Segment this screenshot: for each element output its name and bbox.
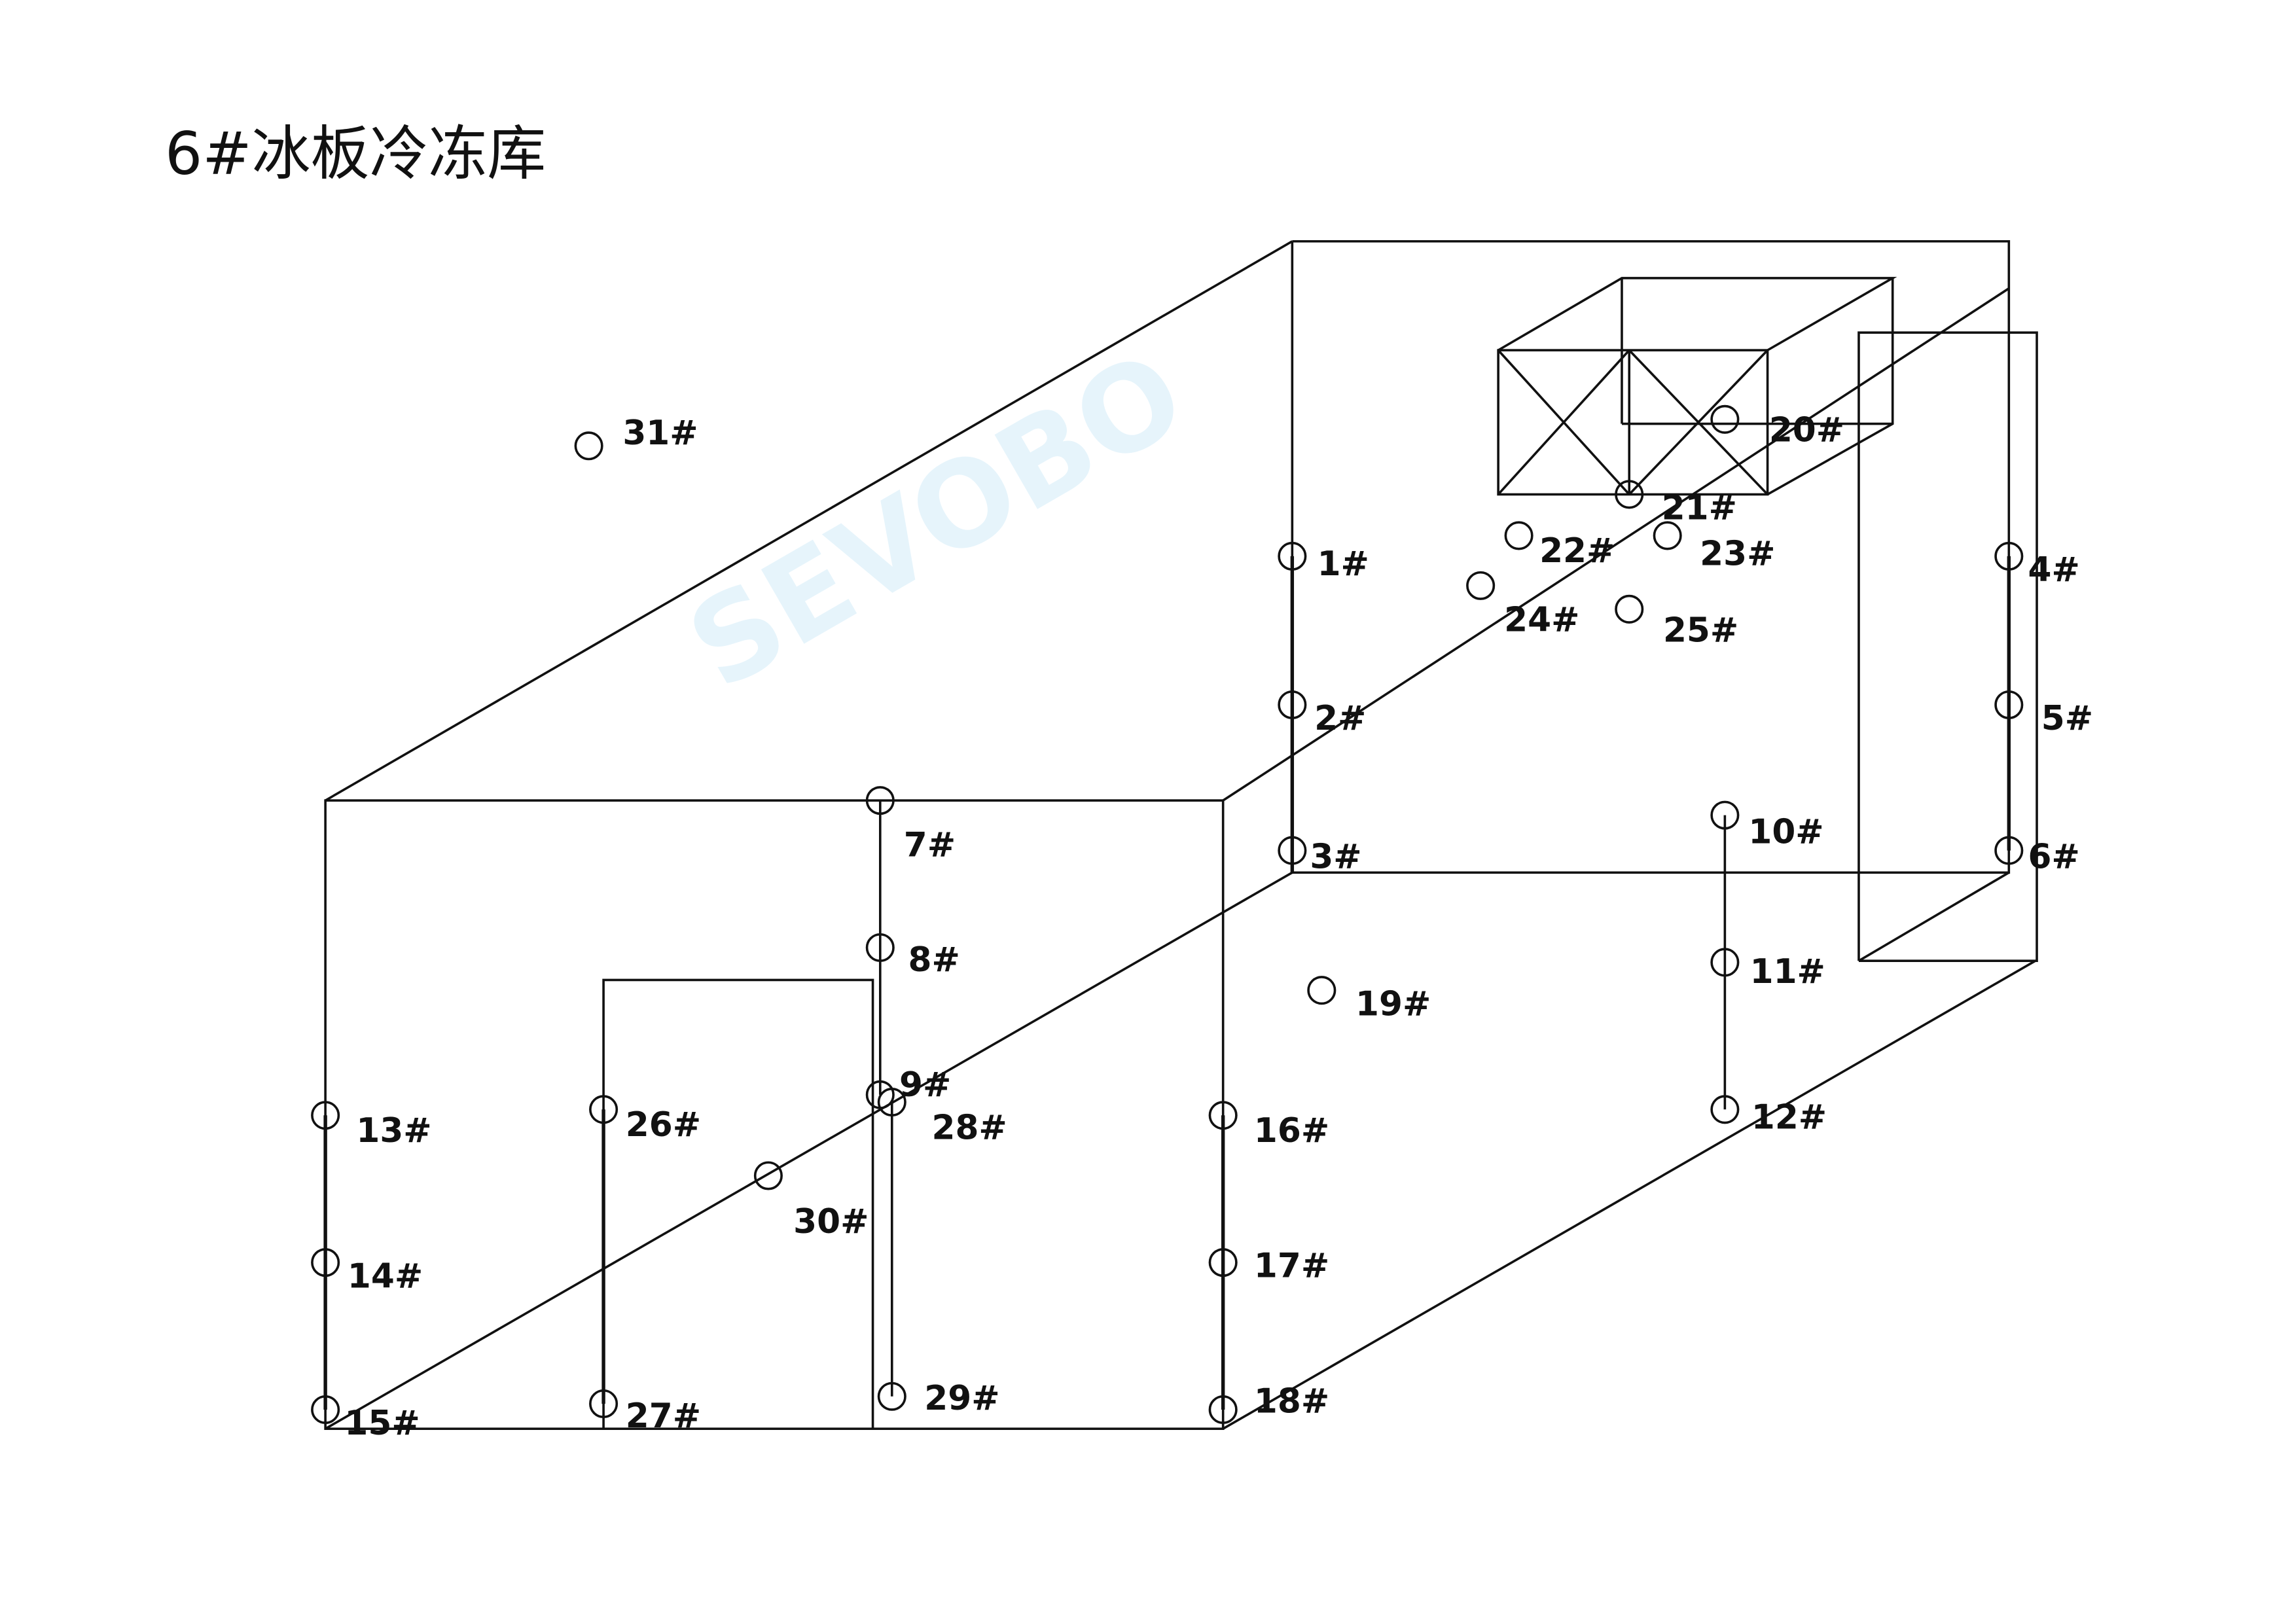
sensor-point-icon: [1994, 690, 2024, 720]
point-label: 25#: [1663, 611, 1738, 650]
measurement-point: 23#: [1653, 521, 1775, 573]
watermark: SEVOBO: [667, 325, 1206, 716]
point-label: 1#: [1318, 544, 1369, 584]
point-label: 23#: [1700, 534, 1775, 573]
point-label: 15#: [344, 1404, 420, 1443]
measurement-point: 30#: [753, 1161, 869, 1241]
sensor-point-icon: [311, 1248, 340, 1277]
measurement-point: 5#: [1994, 690, 2093, 738]
sensor-point-icon: [589, 1095, 619, 1124]
point-label: 5#: [2041, 699, 2093, 738]
point-label: 11#: [1750, 952, 1825, 991]
point-label: 20#: [1769, 411, 1844, 450]
measurement-point: 20#: [1710, 404, 1844, 450]
measurement-point: 29#: [877, 1379, 1000, 1418]
measurement-point: 18#: [1208, 1382, 1329, 1425]
measurement-point: 22#: [1504, 521, 1615, 571]
measurement-point: 12#: [1710, 1095, 1827, 1137]
point-label: 13#: [356, 1111, 431, 1150]
measurement-point: 15#: [311, 1395, 420, 1443]
measurement-point: 17#: [1208, 1247, 1329, 1286]
evaporator-fan-unit: [1497, 277, 1897, 496]
point-label: 31#: [622, 414, 698, 453]
point-label: 27#: [626, 1397, 701, 1436]
measurement-point: 19#: [1307, 976, 1431, 1024]
sensor-point-icon: [1994, 541, 2024, 571]
measurement-point: 28#: [877, 1088, 1007, 1147]
point-label: 7#: [904, 826, 956, 865]
sensor-point-icon: [1710, 948, 1740, 977]
measurement-point: 11#: [1710, 948, 1825, 991]
point-label: 21#: [1662, 489, 1737, 528]
sensor-point-icon: [1710, 800, 1740, 830]
measurement-point: 3#: [1278, 836, 1362, 877]
sensor-point-icon: [1307, 976, 1336, 1005]
sensor-point-icon: [1504, 521, 1534, 550]
point-label: 9#: [899, 1065, 951, 1105]
measurement-point: 27#: [589, 1389, 701, 1436]
sensor-point-icon: [1653, 521, 1682, 550]
sensor-point-icon: [877, 1088, 906, 1117]
sensor-point-icon: [865, 933, 895, 963]
point-label: 17#: [1254, 1247, 1329, 1286]
point-label: 30#: [793, 1202, 869, 1241]
point-label: 6#: [2028, 838, 2080, 877]
sensor-point-icon: [1208, 1395, 1238, 1425]
sensor-point-icon: [589, 1389, 619, 1419]
sensor-point-icon: [1278, 690, 1307, 720]
sensor-point-icon: [1278, 836, 1307, 865]
sensor-point-icon: [1208, 1101, 1238, 1130]
sensor-point-icon: [1615, 594, 1644, 624]
measurement-point: 10#: [1710, 800, 1824, 851]
point-label: 8#: [908, 940, 960, 980]
point-label: 19#: [1355, 984, 1431, 1024]
measurement-point: 7#: [865, 786, 956, 865]
point-label: 4#: [2028, 550, 2080, 590]
point-label: 29#: [924, 1379, 999, 1418]
point-label: 16#: [1254, 1111, 1329, 1150]
sensor-point-icon: [311, 1395, 340, 1425]
measurement-point: 2#: [1278, 690, 1366, 738]
sensor-lines: [323, 556, 2011, 1410]
sensor-point-icon: [877, 1382, 906, 1411]
measurement-point: 16#: [1208, 1101, 1329, 1150]
point-label: 10#: [1748, 812, 1823, 851]
sensor-point-icon: [1278, 541, 1307, 571]
point-label: 3#: [1310, 838, 1361, 877]
sensor-point-icon: [1208, 1248, 1238, 1277]
measurement-point: 24#: [1466, 571, 1579, 640]
sensor-point-icon: [865, 786, 895, 815]
sensor-point-icon: [1466, 571, 1496, 600]
measurement-point: 21#: [1615, 480, 1737, 528]
measurement-point: 9#: [865, 1065, 951, 1109]
sensor-point-icon: [1615, 480, 1644, 509]
sensor-point-icon: [753, 1161, 783, 1190]
measurement-point: 31#: [574, 414, 698, 461]
point-label: 12#: [1751, 1098, 1827, 1137]
measurement-point: 6#: [1994, 836, 2080, 877]
point-label: 14#: [348, 1257, 423, 1296]
measurement-point: 25#: [1615, 594, 1738, 650]
measurement-point: 1#: [1278, 541, 1369, 584]
sensor-point-icon: [574, 431, 603, 461]
point-label: 28#: [931, 1108, 1007, 1147]
measurement-point: 13#: [311, 1101, 432, 1150]
point-label: 22#: [1539, 531, 1615, 571]
page-title: 6#冰板冷冻库: [165, 120, 546, 188]
sensor-point-icon: [1994, 836, 2024, 865]
measurement-points: 1# 2# 3# 4# 5# 6# 7# 8# 9# 10# 11# 12# 13# 14# 15# 16# 1…: [311, 404, 2093, 1443]
measurement-point: 26#: [589, 1095, 701, 1145]
sensor-point-icon: [1710, 1095, 1740, 1124]
measurement-point: 8#: [865, 933, 960, 980]
side-panel: [1857, 331, 2038, 963]
point-label: 18#: [1254, 1382, 1329, 1421]
sensor-point-icon: [311, 1101, 340, 1130]
measurement-point: 14#: [311, 1248, 423, 1296]
measurement-point: 4#: [1994, 541, 2080, 590]
point-label: 2#: [1314, 699, 1366, 738]
point-label: 26#: [626, 1105, 701, 1145]
point-label: 24#: [1504, 601, 1579, 640]
sensor-point-icon: [1710, 404, 1740, 434]
